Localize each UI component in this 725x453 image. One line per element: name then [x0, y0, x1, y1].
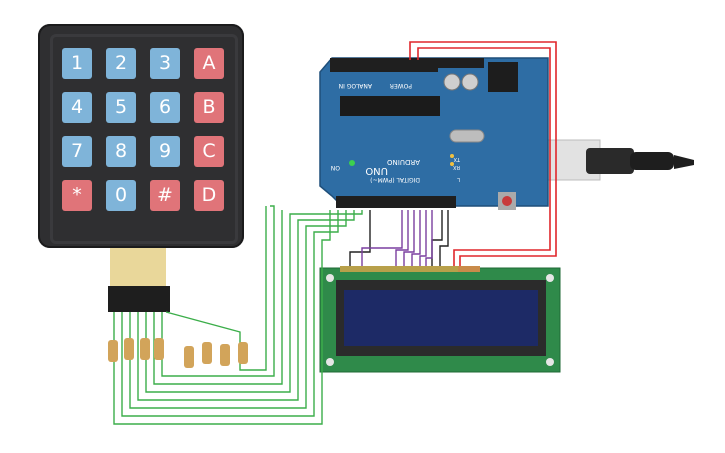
- purple-wires: [361, 210, 433, 266]
- keypad-key[interactable]: 5: [106, 92, 136, 123]
- keypad-key[interactable]: D: [194, 180, 224, 211]
- green-wires: [113, 205, 363, 425]
- uno-label: UNO: [365, 165, 388, 176]
- on-label: ON: [331, 164, 340, 171]
- keypad-key[interactable]: 8: [106, 136, 136, 167]
- arduino-brand-label: ARDUINO: [387, 158, 420, 166]
- keypad-key[interactable]: 6: [150, 92, 180, 123]
- resistors: [108, 338, 248, 368]
- keypad-key[interactable]: B: [194, 92, 224, 123]
- keypad-key[interactable]: 2: [106, 48, 136, 79]
- power-header-label: POWER: [390, 82, 412, 89]
- keypad-ribbon: [108, 248, 170, 312]
- rx-label: RX: [453, 164, 460, 170]
- black-wires: [349, 210, 449, 266]
- arduino-uno-board: UNO ARDUINO DIGITAL (PWM~) POWER ANALOG …: [319, 57, 549, 210]
- digital-header-label: DIGITAL (PWM~): [370, 176, 420, 183]
- keypad-key[interactable]: 1: [62, 48, 92, 79]
- keypad-key[interactable]: 4: [62, 92, 92, 123]
- keypad-key[interactable]: *: [62, 180, 92, 211]
- keypad-key[interactable]: #: [150, 180, 180, 211]
- keypad-key[interactable]: 9: [150, 136, 180, 167]
- tx-label: TX: [453, 156, 461, 162]
- keypad-frame: [50, 34, 238, 244]
- keypad-key[interactable]: 3: [150, 48, 180, 79]
- analog-header-label: ANALOG IN: [339, 82, 372, 89]
- keypad-key[interactable]: 0: [106, 180, 136, 211]
- keypad-key[interactable]: C: [194, 136, 224, 167]
- l-label: L: [457, 176, 460, 182]
- lcd-16x2: [319, 266, 561, 373]
- keypad-key[interactable]: A: [194, 48, 224, 79]
- red-wires: [409, 41, 557, 266]
- keypad-key[interactable]: 7: [62, 136, 92, 167]
